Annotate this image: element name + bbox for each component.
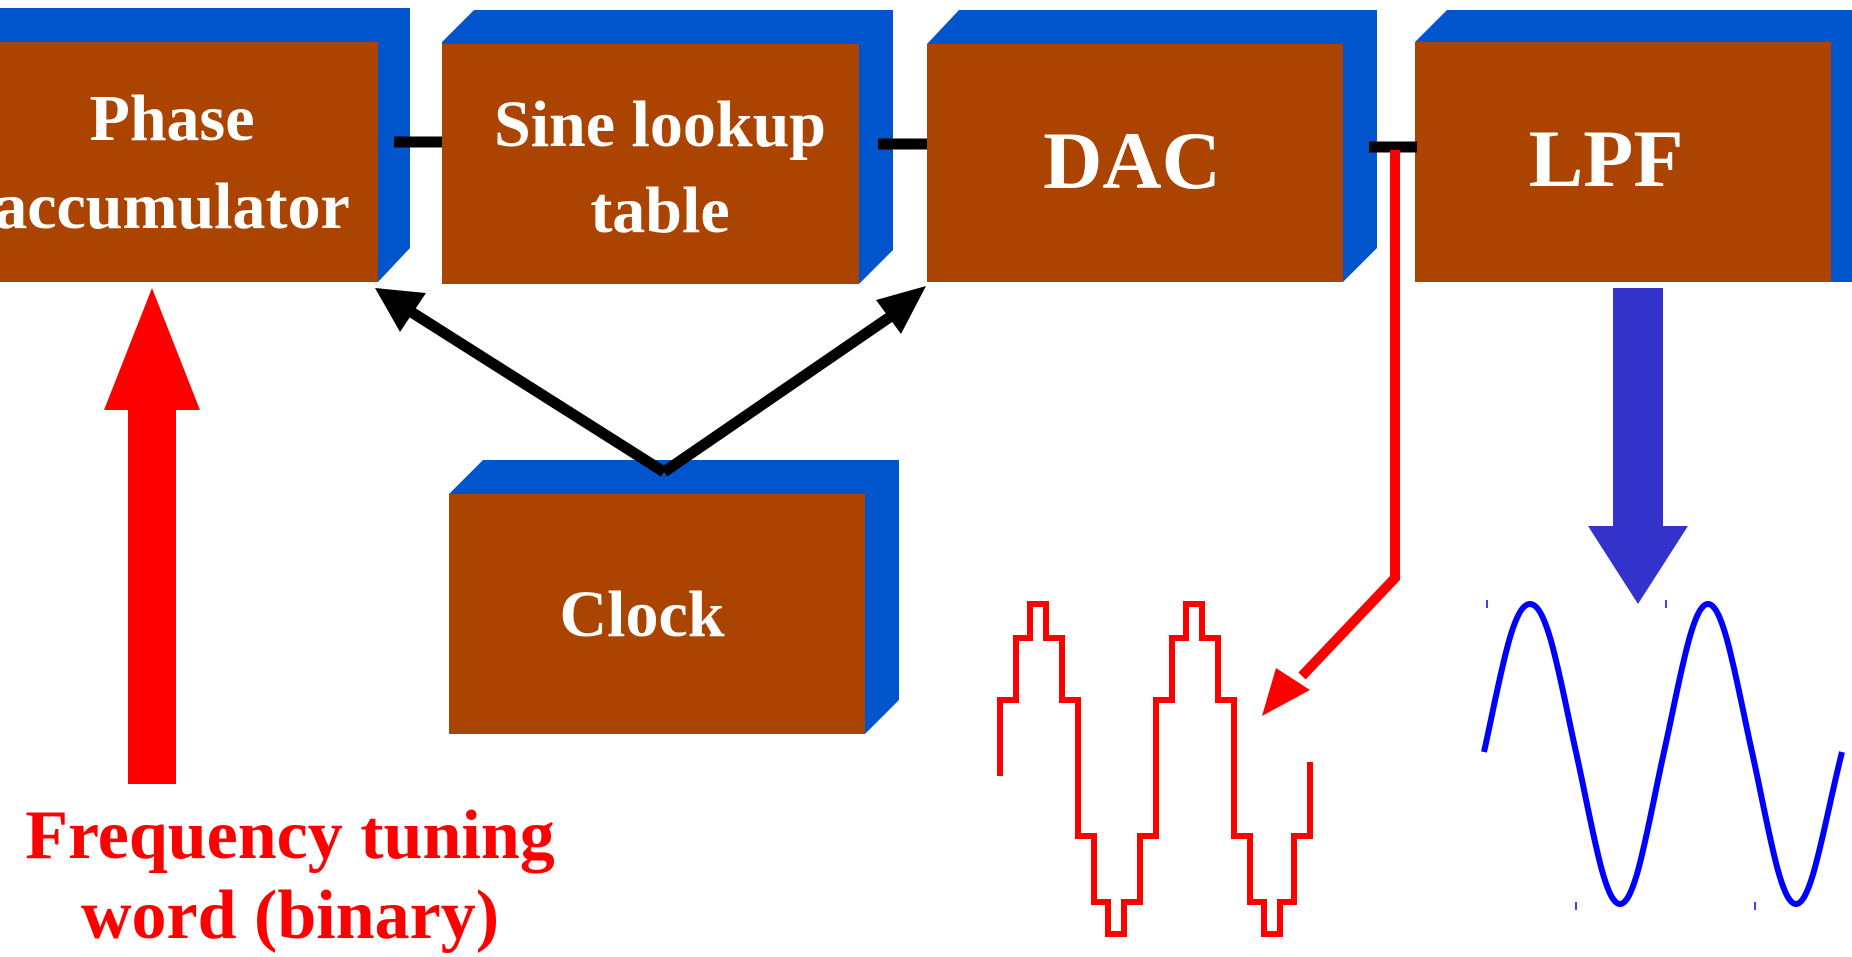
- dac-output-arrow-shaft: [1298, 150, 1400, 680]
- clock-arrows: [375, 286, 926, 477]
- clock-arrow-left-head: [375, 288, 426, 332]
- dac-output-arrow: [1262, 150, 1400, 716]
- clock-block: Clock: [449, 460, 899, 734]
- dac-stepped-waveform: [997, 601, 1313, 937]
- phase-accumulator-label-line1: Phase: [90, 82, 255, 155]
- lpf-label: LPF: [1529, 113, 1684, 204]
- lpf-sine-waveform: [1481, 600, 1845, 908]
- sine-lookup-table-block: Sine lookup table: [442, 10, 893, 284]
- phase-accumulator-face: [0, 42, 378, 282]
- dac-block: DAC: [927, 10, 1377, 282]
- dac-output-arrow-head: [1262, 668, 1310, 716]
- dac-label: DAC: [1043, 115, 1221, 206]
- tuning-word-arrow-shaft: [128, 408, 176, 784]
- clock-label: Clock: [560, 578, 725, 651]
- clock-arrow-left-shaft: [402, 303, 667, 477]
- dac-face: [927, 44, 1343, 282]
- lpf-output-arrow-shaft: [1613, 288, 1663, 528]
- clock-face: [449, 494, 865, 734]
- tuning-word-label-line2: word (binary): [81, 877, 499, 954]
- sine-lookup-table-face: [442, 44, 859, 284]
- lpf-output-arrow-head: [1588, 526, 1688, 604]
- tuning-word-arrow-head: [104, 288, 200, 410]
- tuning-word-arrow: [104, 288, 200, 784]
- lpf-output-arrow: [1588, 288, 1688, 604]
- phase-accumulator-label-line2: accumulator: [0, 170, 350, 243]
- sine-axis-ticks: [1486, 600, 1756, 910]
- clock-arrow-right-head: [876, 286, 926, 334]
- sine-lookup-table-label-line2: table: [590, 174, 729, 247]
- clock-arrow-right-shaft: [660, 305, 904, 477]
- sine-lookup-table-label-line1: Sine lookup: [494, 88, 826, 161]
- lpf-face: [1415, 42, 1831, 282]
- tuning-word-label-line1: Frequency tuning: [25, 797, 555, 874]
- lpf-block: LPF: [1415, 10, 1852, 282]
- phase-accumulator-block: Phase accumulator: [0, 8, 410, 282]
